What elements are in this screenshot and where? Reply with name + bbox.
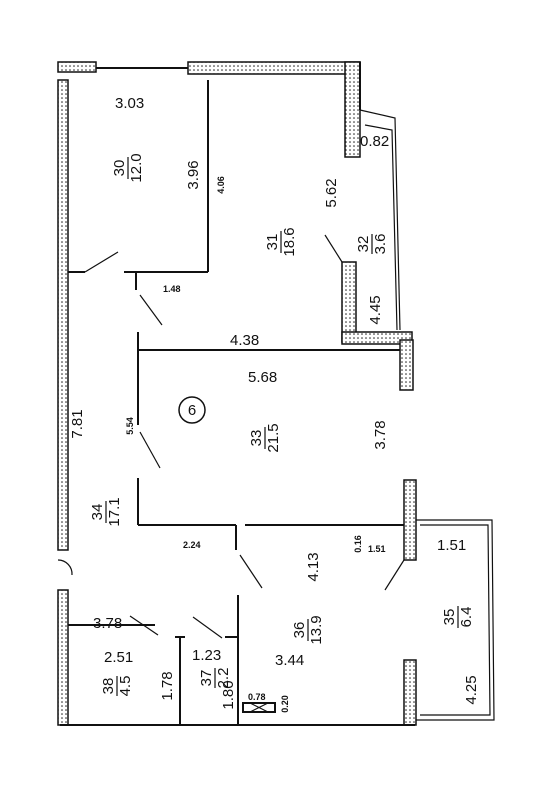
- inner-walls: [68, 80, 404, 725]
- outer-walls: [57, 61, 417, 726]
- dim-1-51-b: 1.51: [437, 537, 466, 554]
- room-31-number: 31: [264, 234, 281, 251]
- dim-4-06: 4.06: [216, 176, 226, 194]
- dim-2-51: 2.51: [104, 649, 133, 666]
- balconies: [359, 109, 495, 721]
- room-36-number: 36: [291, 622, 308, 639]
- room-35-number: 35: [441, 609, 458, 626]
- room-34-number: 34: [89, 504, 106, 521]
- dim-4-13: 4.13: [305, 552, 322, 581]
- room-32-number: 32: [355, 236, 372, 253]
- room-30-number: 30: [111, 160, 128, 177]
- apartment-number-marker: 6: [178, 396, 206, 424]
- dim-0-78: 0.78: [248, 692, 266, 702]
- dim-0-16: 0.16: [353, 535, 363, 553]
- dim-4-45: 4.45: [367, 295, 384, 324]
- dim-1-23: 1.23: [192, 647, 221, 664]
- dim-5-68: 5.68: [248, 369, 277, 386]
- room-31: 31 18.6: [264, 227, 298, 256]
- room-36-area: 13.9: [308, 615, 325, 644]
- room-35-area: 6.4: [458, 607, 475, 628]
- room-31-area: 18.6: [281, 227, 298, 256]
- dim-3-78-b: 3.78: [93, 615, 122, 632]
- apartment-number: 6: [188, 402, 196, 419]
- dim-2-24: 2.24: [183, 540, 201, 550]
- dim-3-44: 3.44: [275, 652, 304, 669]
- room-32-area: 3.6: [372, 234, 389, 255]
- dim-1-78: 1.78: [159, 671, 176, 700]
- room-33-area: 21.5: [265, 423, 282, 452]
- vent-block: [242, 702, 276, 713]
- room-37-number: 37: [198, 670, 215, 687]
- room-32: 32 3.6: [355, 234, 389, 255]
- dim-1-80: 1.80: [220, 680, 237, 709]
- dim-3-96: 3.96: [185, 160, 202, 189]
- dim-5-62: 5.62: [323, 178, 340, 207]
- dim-7-81: 7.81: [69, 409, 86, 438]
- door-swings: [57, 234, 405, 639]
- dim-3-03: 3.03: [115, 95, 144, 112]
- dim-1-48: 1.48: [163, 284, 181, 294]
- room-34-area: 17.1: [106, 497, 123, 526]
- room-35: 35 6.4: [441, 606, 475, 628]
- room-38-number: 38: [100, 678, 117, 695]
- dim-4-25: 4.25: [463, 675, 480, 704]
- room-33-number: 33: [248, 430, 265, 447]
- room-37: 37 2.2: [198, 668, 232, 689]
- dim-1-51-a: 1.51: [368, 544, 386, 554]
- room-37-area: 2.2: [215, 668, 232, 689]
- room-38: 38 4.5: [100, 676, 134, 697]
- room-34: 34 17.1: [89, 497, 123, 526]
- room-33: 33 21.5: [248, 423, 282, 452]
- dim-3-78-a: 3.78: [372, 420, 389, 449]
- dim-0-20: 0.20: [280, 695, 290, 713]
- dim-4-38: 4.38: [230, 332, 259, 349]
- dim-5-54: 5.54: [125, 417, 135, 435]
- room-30: 30 12.0: [111, 153, 145, 182]
- dim-0-82: 0.82: [360, 133, 389, 150]
- room-30-area: 12.0: [128, 153, 145, 182]
- room-38-area: 4.5: [117, 676, 134, 697]
- room-36: 36 13.9: [291, 615, 325, 644]
